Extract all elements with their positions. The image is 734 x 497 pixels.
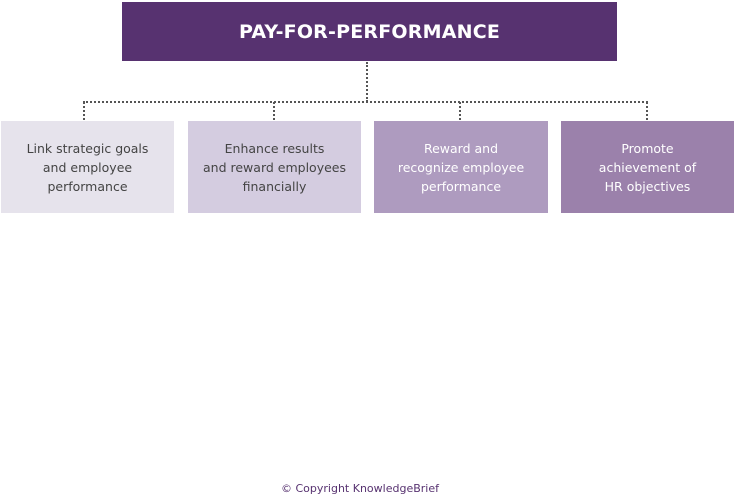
root-node-title: PAY-FOR-PERFORMANCE xyxy=(122,2,617,61)
connector-drop-2 xyxy=(273,102,275,120)
connector-trunk xyxy=(366,62,368,102)
connector-bar xyxy=(83,101,648,103)
connector-drop-4 xyxy=(646,102,648,120)
connector-drop-3 xyxy=(459,102,461,120)
copyright-text: © Copyright KnowledgeBrief xyxy=(281,482,439,495)
child-node-1: Link strategic goals and employee perfor… xyxy=(1,121,174,213)
child-node-4: Promote achievement of HR objectives xyxy=(561,121,734,213)
connector-drop-1 xyxy=(83,102,85,120)
child-node-3: Reward and recognize employee performanc… xyxy=(374,121,548,213)
child-node-2: Enhance results and reward employees fin… xyxy=(188,121,361,213)
